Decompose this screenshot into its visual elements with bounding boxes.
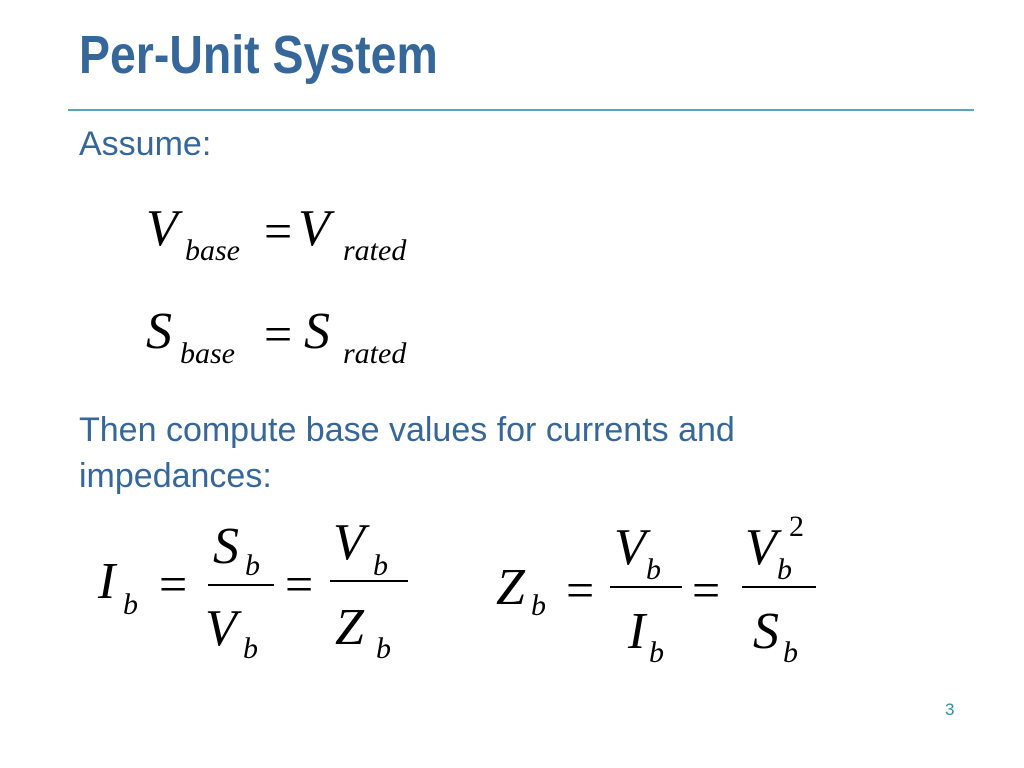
ib-f2-numerator: V <box>333 514 365 571</box>
zb-f1-numerator-sub: b <box>646 553 661 586</box>
zb-f1-denominator: I <box>628 603 646 660</box>
zb-f1-denominator-sub: b <box>649 636 664 669</box>
zb-f2-numerator: V <box>745 519 777 576</box>
then-paragraph: Then compute base values for currents an… <box>79 411 735 495</box>
ib-f2-denominator: Z <box>335 599 364 656</box>
zb-f2-denominator: S <box>753 603 779 660</box>
s-base-rhs: S <box>304 303 330 360</box>
ib-equals-1: = <box>159 556 188 612</box>
ib-f2-numerator-sub: b <box>373 549 388 582</box>
ib-f1-denominator-sub: b <box>243 632 258 665</box>
ib-f1-denominator: V <box>205 600 237 657</box>
s-base-lhs: S <box>146 303 172 360</box>
ib-fraction-bar-1 <box>208 584 274 586</box>
v-base-rhs: V <box>298 200 330 257</box>
v-base-lhs-sub: base <box>185 234 240 267</box>
zb-f1-numerator: V <box>614 519 646 576</box>
s-base-equals: = <box>264 306 293 362</box>
zb-f2-numerator-sup: 2 <box>789 510 804 543</box>
ib-f1-numerator: S <box>213 518 239 575</box>
zb-equals-1: = <box>566 562 595 618</box>
v-base-lhs: V <box>146 200 178 257</box>
title-divider <box>68 109 974 111</box>
zb-fraction-bar-1 <box>610 586 682 588</box>
zb-f2-denominator-sub: b <box>783 636 798 669</box>
slide-title: Per-Unit System <box>79 25 438 85</box>
ib-fraction-bar-2 <box>330 580 408 582</box>
zb-fraction-bar-2 <box>742 586 816 588</box>
ib-f2-denominator-sub: b <box>376 632 391 665</box>
zb-f2-numerator-sub: b <box>777 553 792 586</box>
ib-f1-numerator-sub: b <box>245 549 260 582</box>
ib-lhs-sub: b <box>123 588 138 621</box>
zb-equals-2: = <box>692 562 721 618</box>
v-base-rhs-sub: rated <box>343 234 407 267</box>
assume-label: Assume: <box>79 125 212 163</box>
ib-lhs: I <box>98 553 116 610</box>
zb-lhs-sub: b <box>531 589 546 622</box>
ib-equals-2: = <box>285 556 314 612</box>
page-number: 3 <box>945 700 955 719</box>
s-base-lhs-sub: base <box>180 337 235 370</box>
zb-lhs: Z <box>496 559 525 616</box>
v-base-equals: = <box>264 203 293 259</box>
s-base-rhs-sub: rated <box>343 337 407 370</box>
